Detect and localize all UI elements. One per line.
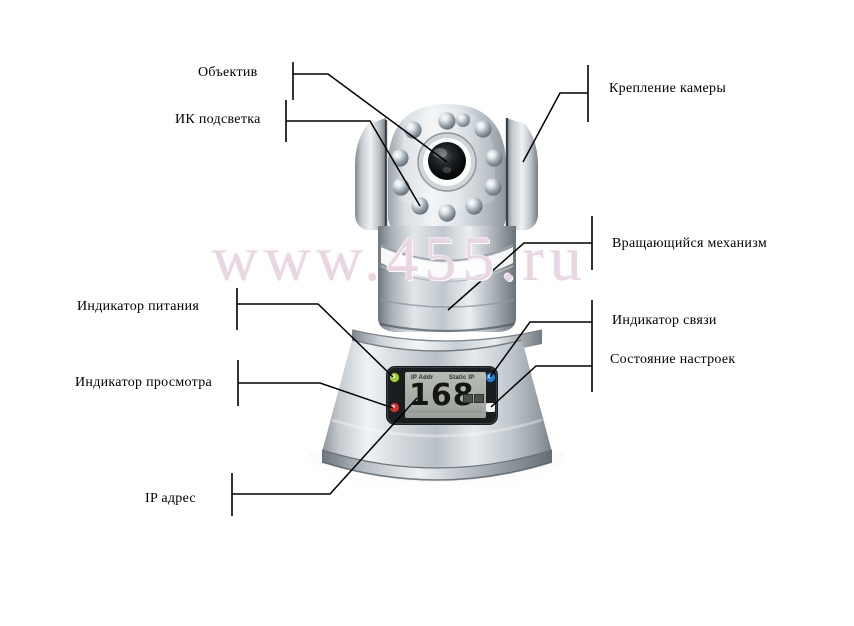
callout-label-ir: ИК подсветка: [175, 112, 261, 127]
callout-label-mount: Крепление камеры: [609, 81, 727, 96]
lcd-module: [386, 366, 498, 425]
callout-label-settings: Состояние настроек: [610, 352, 736, 367]
callout-label-swivel: Вращающийся механизм: [612, 236, 768, 251]
callout-label-link-led: Индикатор связи: [612, 313, 717, 328]
ir-led-ring: [391, 112, 503, 222]
callout-label-lens: Объектив: [198, 65, 258, 80]
swivel-mechanism: [378, 226, 516, 333]
callout-label-ip-address: IP адрес: [145, 491, 196, 506]
camera-head: [355, 104, 538, 231]
callout-label-view-led: Индикатор просмотра: [75, 375, 213, 390]
callout-label-power-led: Индикатор питания: [77, 299, 200, 314]
leader-lines: [231, 62, 593, 516]
